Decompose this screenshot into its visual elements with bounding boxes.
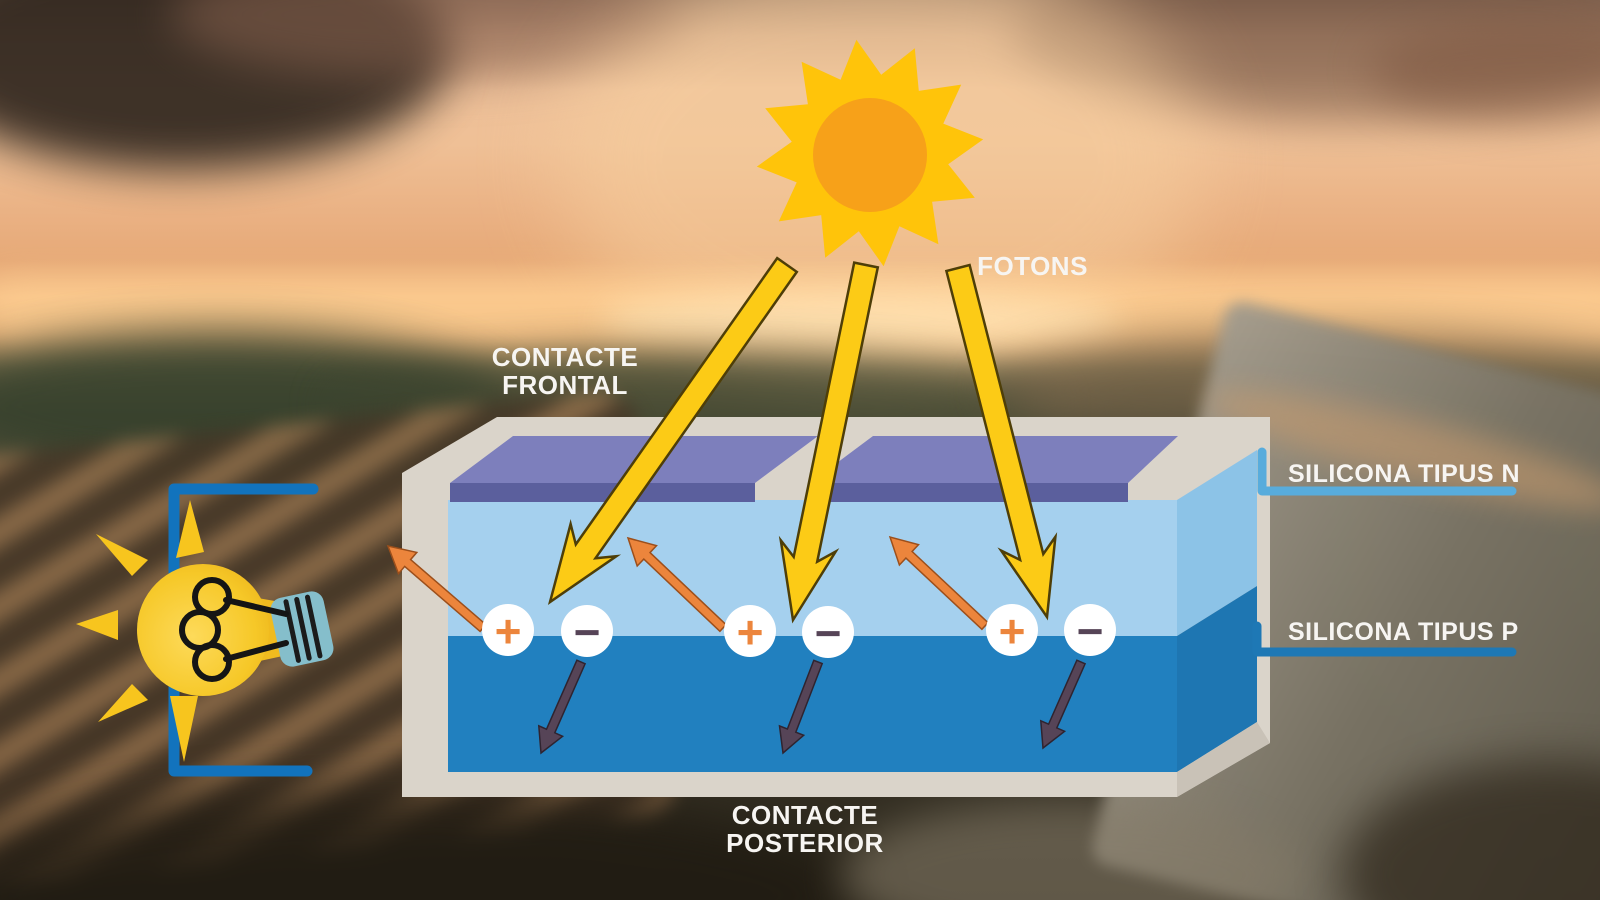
bulb-base (270, 591, 334, 667)
light-rays (76, 500, 204, 762)
plus-symbol: + (999, 605, 1026, 657)
minus-symbol: − (1077, 605, 1104, 657)
front-contact-strip-face (450, 483, 755, 502)
plus-symbol: + (737, 606, 764, 658)
sun-core (813, 98, 927, 212)
photon-arrow (778, 261, 880, 624)
contacte-posterior-line2: POSTERIOR (726, 828, 884, 859)
hole-arrow (626, 536, 728, 633)
silicona-tipus-n-label: SILICONA TIPUS N (1288, 460, 1521, 488)
silicona-tipus-p-label: SILICONA TIPUS P (1288, 618, 1519, 646)
hole-arrow (386, 544, 487, 633)
positive-charge: + (986, 604, 1038, 657)
minus-symbol: − (815, 607, 842, 659)
positive-charge: + (724, 605, 776, 658)
contacte-frontal-line1: CONTACTE (491, 342, 639, 372)
bulb-glass (137, 564, 269, 696)
contacte-posterior-line1: CONTACTE (731, 800, 879, 830)
minus-symbol: − (574, 606, 601, 658)
contacte-frontal-line2: FRONTAL (502, 370, 628, 401)
positive-charge: + (482, 604, 534, 657)
lightbulb-icon (76, 483, 334, 777)
electron-arrow (537, 659, 587, 755)
electron-arrow (1039, 659, 1087, 750)
photon-arrow (547, 256, 799, 605)
frame-bottom-bevel (1177, 722, 1270, 797)
negative-charge: − (802, 606, 854, 659)
photon-arrow (944, 263, 1058, 621)
silicon-n-layer-side (1177, 450, 1257, 636)
contacte-frontal-label: CONTACTE FRONTAL (465, 343, 665, 399)
hole-arrow (888, 535, 990, 631)
contacte-posterior-label: CONTACTE POSTERIOR (705, 801, 905, 857)
electron-arrow (778, 659, 824, 755)
silicon-n-leader-line (1257, 447, 1517, 496)
plus-symbol: + (495, 605, 522, 657)
negative-charge: − (1064, 604, 1116, 657)
silicon-p-leader-line (1252, 621, 1517, 657)
silicon-p-layer-side (1177, 586, 1257, 772)
bulb-filament (179, 577, 289, 682)
front-contact-strip-face (810, 483, 1128, 502)
fotons-label: FOTONS (977, 251, 1088, 281)
negative-charge: − (561, 605, 613, 658)
silicon-p-layer-front (448, 636, 1177, 772)
